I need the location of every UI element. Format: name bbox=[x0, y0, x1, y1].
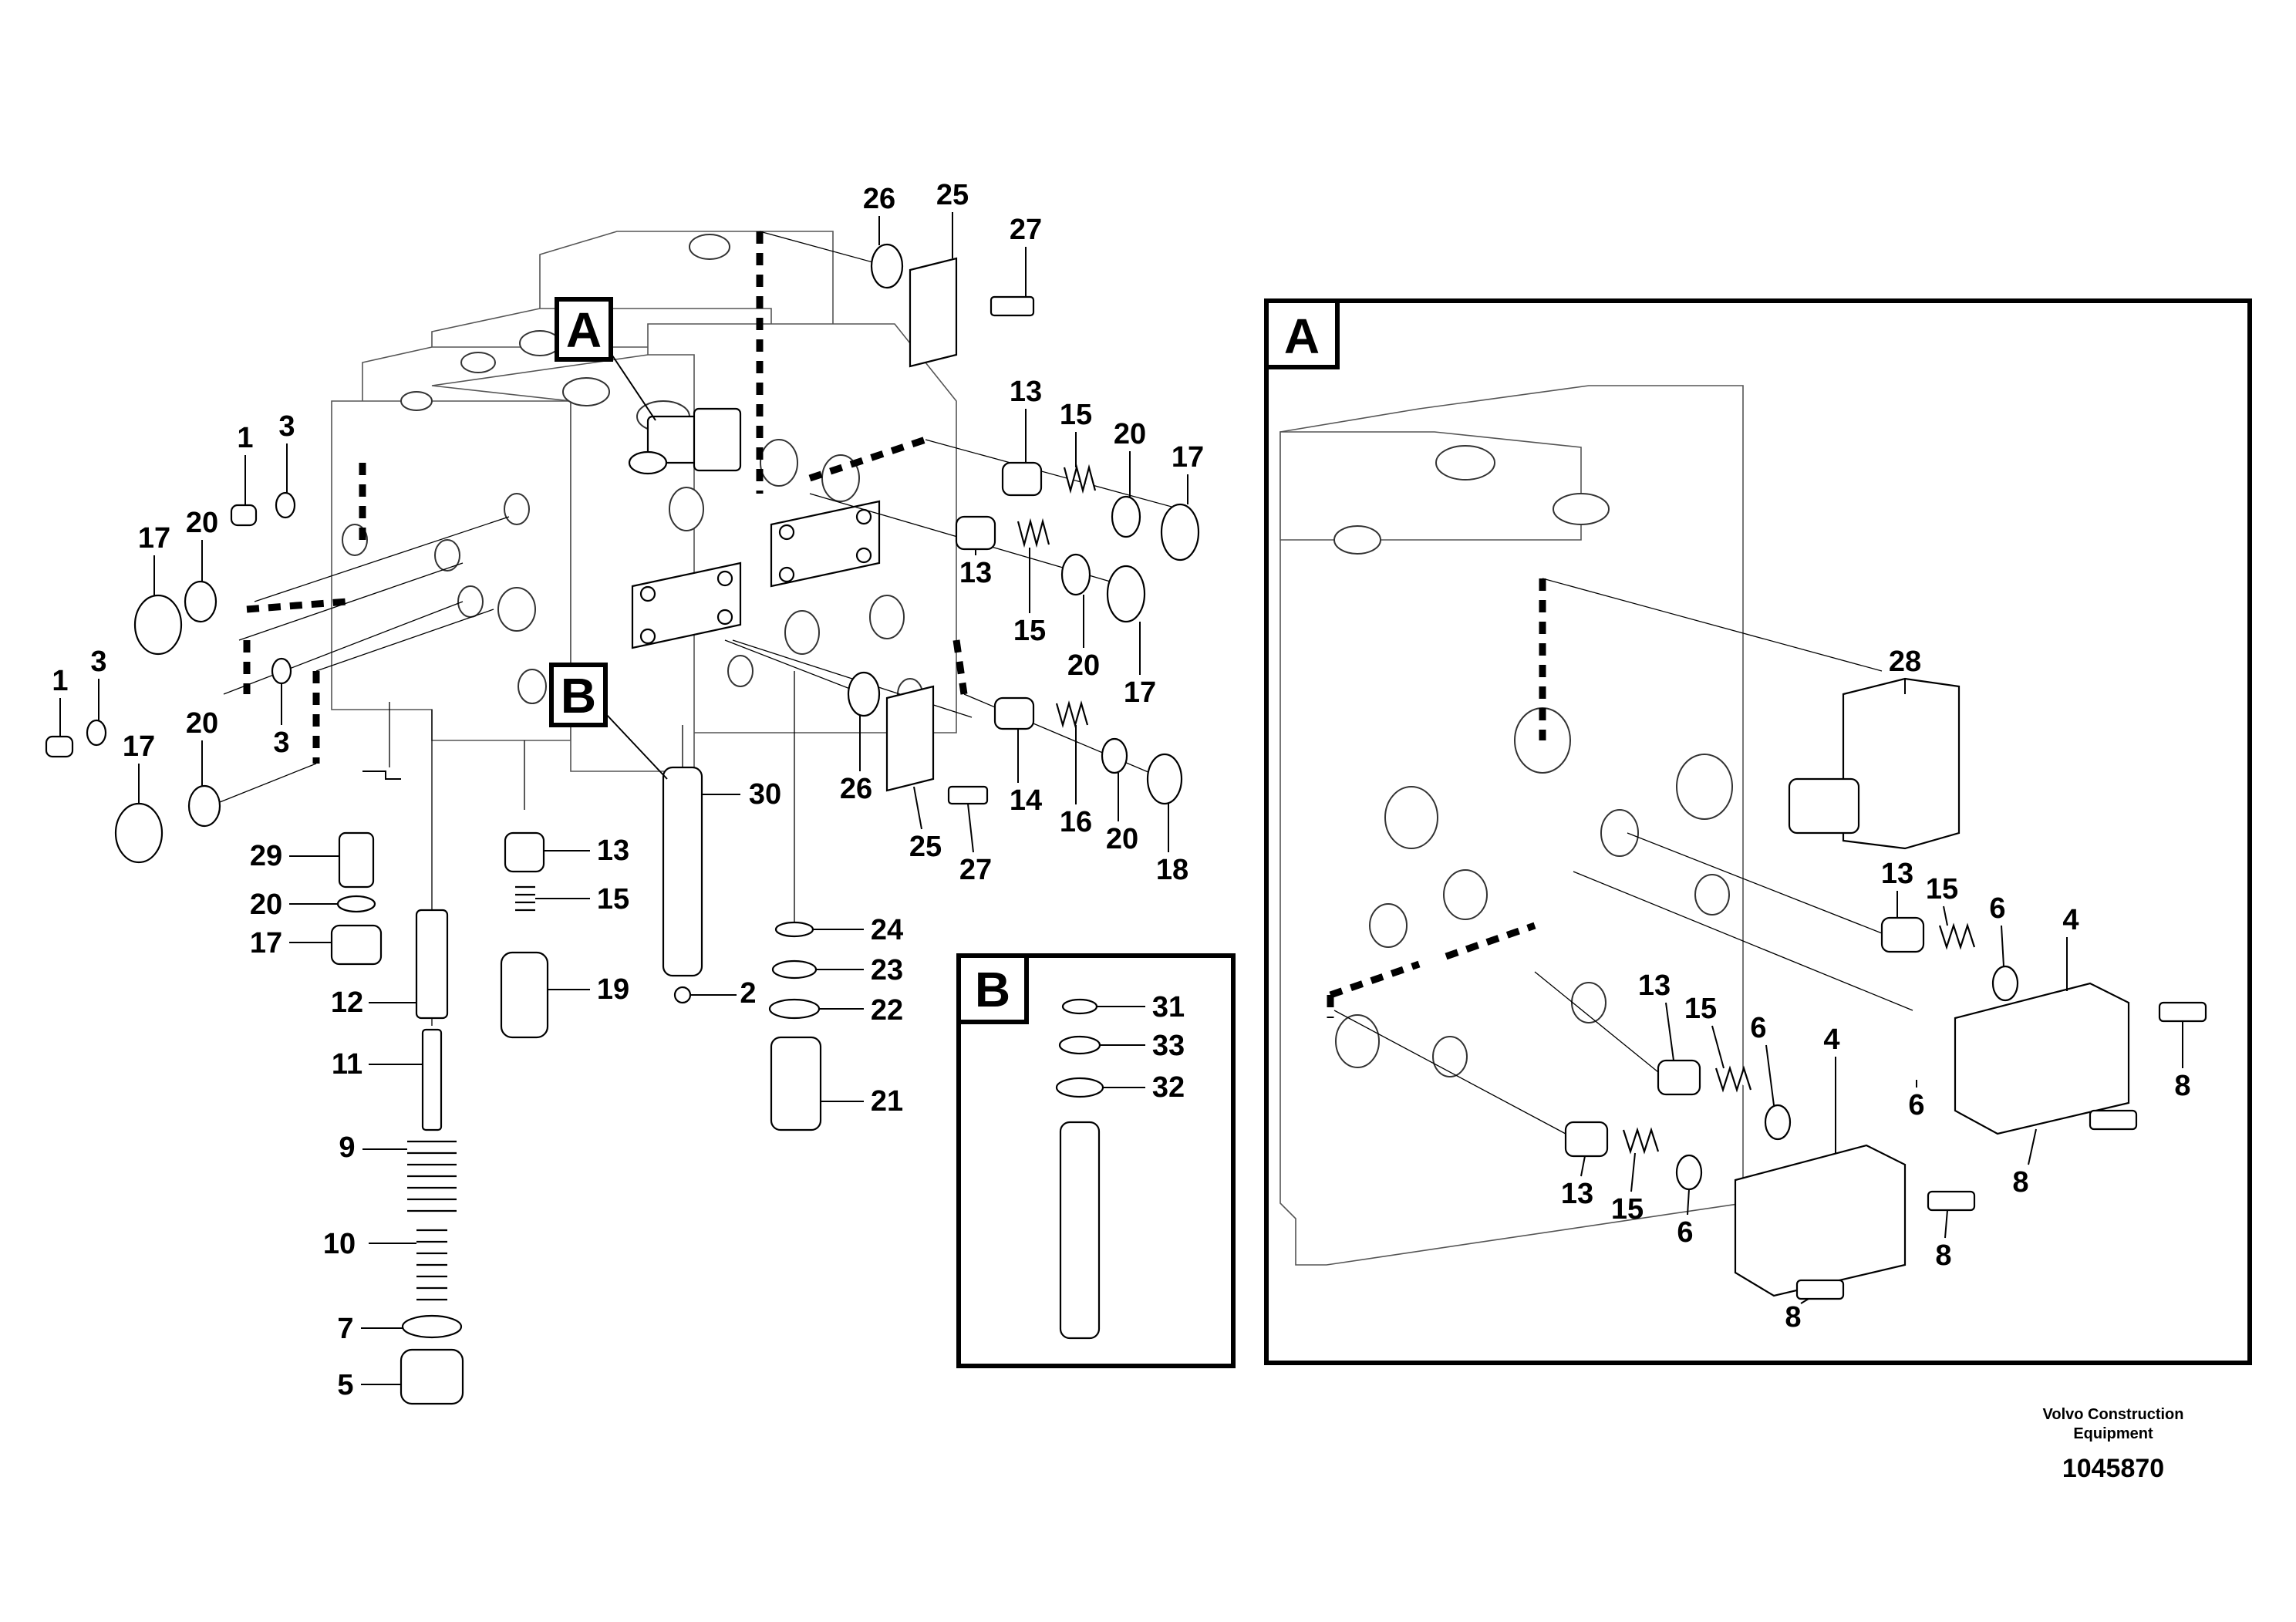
label-25: 25 bbox=[936, 179, 969, 211]
label-20: 20 bbox=[1106, 823, 1138, 855]
label-20: 20 bbox=[186, 707, 218, 740]
label-21: 21 bbox=[871, 1085, 903, 1118]
detail-panel-b: B bbox=[956, 953, 1236, 1368]
oring-26a bbox=[870, 243, 904, 289]
main-parts bbox=[45, 243, 1200, 1405]
label-33: 33 bbox=[1152, 1030, 1185, 1062]
plate-25a bbox=[909, 257, 958, 368]
label-15: 15 bbox=[1611, 1193, 1644, 1226]
label-27: 27 bbox=[1010, 214, 1042, 246]
label-30: 30 bbox=[749, 778, 781, 811]
label-19: 19 bbox=[597, 973, 629, 1006]
label-4: 4 bbox=[2062, 904, 2079, 936]
label-17: 17 bbox=[138, 522, 170, 555]
label-1: 1 bbox=[52, 665, 68, 697]
label-18: 18 bbox=[1156, 854, 1188, 886]
label-13: 13 bbox=[597, 835, 629, 867]
label-15: 15 bbox=[1013, 615, 1046, 647]
label-14: 14 bbox=[1010, 784, 1042, 817]
label-23: 23 bbox=[871, 954, 903, 986]
label-6: 6 bbox=[1989, 892, 2005, 925]
label-24: 24 bbox=[871, 914, 903, 946]
label-6: 6 bbox=[1750, 1012, 1766, 1044]
detail-panel-a: A bbox=[1264, 298, 2252, 1365]
drawing-number: 1045870 bbox=[2062, 1454, 2164, 1483]
label-2: 2 bbox=[740, 977, 756, 1010]
label-20: 20 bbox=[186, 507, 218, 539]
label-4: 4 bbox=[1823, 1023, 1839, 1056]
label-13: 13 bbox=[1881, 858, 1913, 890]
label-17: 17 bbox=[123, 730, 155, 763]
label-3: 3 bbox=[278, 410, 295, 443]
label-22: 22 bbox=[871, 994, 903, 1027]
label-27: 27 bbox=[959, 854, 992, 886]
label-8: 8 bbox=[2012, 1166, 2028, 1199]
label-11: 11 bbox=[332, 1048, 362, 1081]
bolt-27a bbox=[990, 295, 1035, 317]
label-26: 26 bbox=[840, 773, 872, 805]
part-labels: 26 25 27 13 15 20 17 13 15 20 17 14 16 2… bbox=[52, 179, 2190, 1401]
label-20: 20 bbox=[1114, 418, 1146, 450]
company-name-line1: Volvo Construction bbox=[2043, 1406, 2184, 1423]
drawing-footer: Volvo Construction Equipment 1045870 bbox=[2043, 1406, 2184, 1483]
label-5: 5 bbox=[337, 1369, 353, 1401]
label-6: 6 bbox=[1677, 1216, 1693, 1249]
label-3: 3 bbox=[273, 727, 289, 759]
label-13: 13 bbox=[959, 557, 992, 589]
callout-b-main: B bbox=[549, 663, 668, 780]
label-16: 16 bbox=[1060, 806, 1092, 838]
label-20: 20 bbox=[250, 889, 282, 921]
label-13: 13 bbox=[1638, 969, 1671, 1002]
label-25: 25 bbox=[909, 831, 942, 863]
label-12: 12 bbox=[331, 986, 363, 1019]
svg-text:A: A bbox=[566, 302, 602, 358]
label-32: 32 bbox=[1152, 1071, 1185, 1104]
label-1: 1 bbox=[237, 422, 253, 454]
company-name-line2: Equipment bbox=[2073, 1425, 2153, 1442]
label-20: 20 bbox=[1067, 649, 1100, 682]
label-8: 8 bbox=[2174, 1070, 2190, 1102]
svg-text:B: B bbox=[561, 668, 596, 723]
label-8: 8 bbox=[1935, 1239, 1951, 1272]
label-8: 8 bbox=[1785, 1301, 1801, 1334]
label-31: 31 bbox=[1152, 991, 1185, 1023]
label-3: 3 bbox=[90, 646, 106, 678]
label-15: 15 bbox=[597, 883, 629, 916]
svg-text:A: A bbox=[1284, 309, 1320, 364]
label-10: 10 bbox=[323, 1228, 356, 1260]
label-29: 29 bbox=[250, 840, 282, 872]
label-17: 17 bbox=[250, 927, 282, 959]
callout-a-main: A bbox=[555, 297, 656, 421]
label-13: 13 bbox=[1561, 1178, 1593, 1210]
label-17: 17 bbox=[1124, 676, 1156, 709]
main-valve-block bbox=[331, 231, 957, 772]
label-15: 15 bbox=[1684, 993, 1717, 1025]
label-28: 28 bbox=[1889, 646, 1921, 678]
svg-text:B: B bbox=[975, 962, 1010, 1017]
label-15: 15 bbox=[1060, 399, 1092, 431]
label-17: 17 bbox=[1172, 441, 1204, 474]
label-9: 9 bbox=[339, 1131, 355, 1164]
label-15: 15 bbox=[1926, 873, 1958, 905]
label-13: 13 bbox=[1010, 376, 1042, 408]
label-7: 7 bbox=[337, 1313, 353, 1345]
label-6: 6 bbox=[1908, 1089, 1924, 1121]
label-26: 26 bbox=[863, 183, 895, 215]
